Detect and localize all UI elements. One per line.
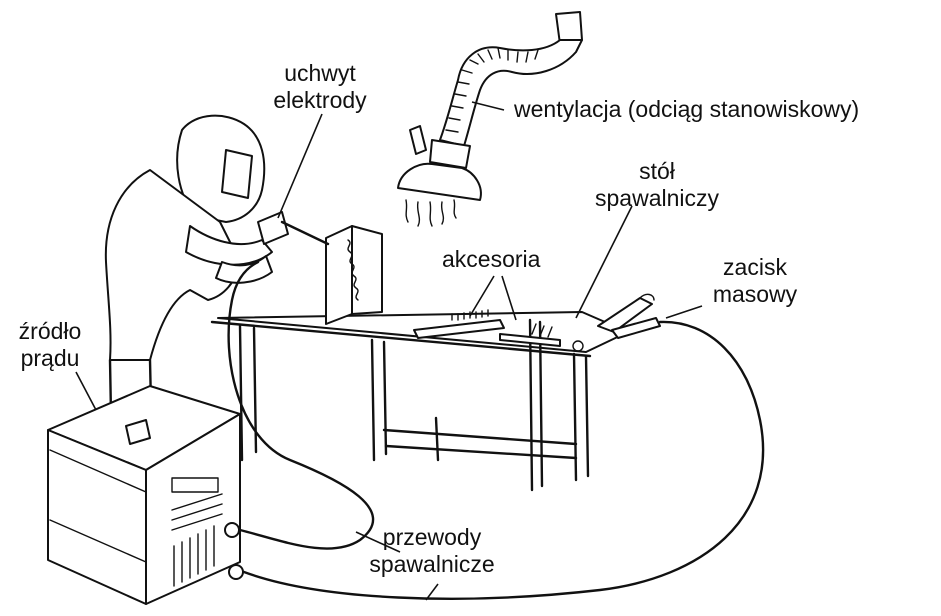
label-welding-cables-line2: spawalnicze [352,551,512,578]
label-welding-cables-line1: przewody [352,524,512,551]
label-ground-clamp-line1: zacisk [700,254,810,281]
label-ventilation: wentylacja (odciąg stanowiskowy) [514,96,859,123]
label-welding-table-line2: spawalniczy [578,185,736,212]
label-power-source-line1: źródło [4,318,96,345]
label-welding-cables: przewody spawalnicze [352,524,512,578]
workpiece [326,226,382,324]
power-source [48,386,243,604]
label-ground-clamp-line2: masowy [700,281,810,308]
label-power-source: źródło prądu [4,318,96,372]
label-welding-table-line1: stół [578,158,736,185]
label-welding-table: stół spawalniczy [578,158,736,212]
label-ground-clamp: zacisk masowy [700,254,810,308]
label-power-source-line2: prądu [4,345,96,372]
label-accessories: akcesoria [442,246,540,273]
label-electrode-holder: uchwyt elektrody [272,60,368,114]
label-electrode-holder-line1: uchwyt [272,60,368,87]
label-electrode-holder-line2: elektrody [272,87,368,114]
